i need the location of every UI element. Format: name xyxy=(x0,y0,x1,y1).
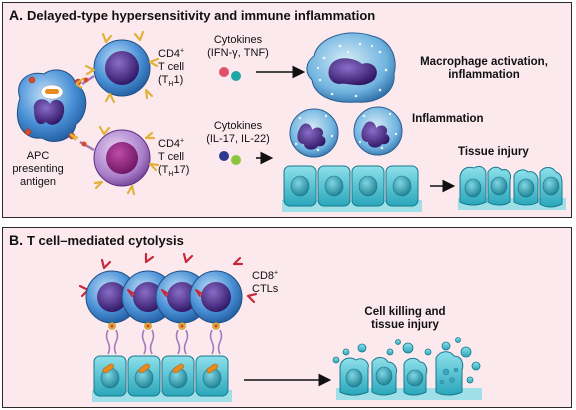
th17-cd4-sup: + xyxy=(180,137,185,145)
ctl-cd8: CD8 xyxy=(252,270,275,282)
epithelium-injured-a xyxy=(458,165,566,210)
th17-cell xyxy=(79,125,160,196)
th1-th-rest: 1) xyxy=(173,74,184,86)
th17-th-rest: 17) xyxy=(173,164,190,176)
cytokines-2-line2: (IL-17, IL-22) xyxy=(206,133,270,145)
epithelium-healthy-a xyxy=(282,165,422,212)
panel-b-title: B. T cell–mediated cytolysis xyxy=(9,232,184,248)
neutrophil-2 xyxy=(353,106,403,156)
apc-label: APC presenting antigen xyxy=(8,150,68,189)
cytokines-1-line2: (IFN-γ, TNF) xyxy=(207,47,269,59)
macrophage-label-line2: inflammation xyxy=(448,69,520,81)
th1-th-sub: H xyxy=(168,81,174,89)
th1-label-line2: T cell xyxy=(158,61,185,73)
ctl-label: CD8+ CTLs xyxy=(252,269,279,296)
th1-cell xyxy=(81,30,160,104)
cell-killing-line2: tissue injury xyxy=(371,319,439,331)
th1-cd4-sup: + xyxy=(180,47,185,55)
tissue-injury-label: Tissue injury xyxy=(458,146,529,158)
ctl-cd8-sup: + xyxy=(274,269,279,277)
ctl-target-contacts xyxy=(105,322,223,355)
cytokines-1-line1: Cytokines xyxy=(213,34,263,46)
macrophage-label: Macrophage activation, inflammation xyxy=(408,56,560,82)
th1-th-open: (T xyxy=(158,74,169,86)
th1-cd4: CD4 xyxy=(158,48,181,60)
panel-b-title-text: T cell–mediated cytolysis xyxy=(27,233,184,248)
epithelium-target-b xyxy=(92,355,232,402)
th17-label-line3: (TH17) xyxy=(158,164,190,179)
apc-label-line1: APC xyxy=(26,150,50,162)
th17-label-line2: T cell xyxy=(158,151,185,163)
th1-label-line1: CD4+ xyxy=(158,47,185,61)
th17-th-open: (T xyxy=(158,164,169,176)
activated-macrophage xyxy=(306,32,396,103)
macrophage-label-line1: Macrophage activation, xyxy=(420,56,548,68)
th1-label: CD4+ T cell (TH1) xyxy=(158,47,185,89)
apc-label-line3: antigen xyxy=(19,176,57,188)
th17-cd4: CD4 xyxy=(158,138,181,150)
cytokines-2-label: Cytokines (IL-17, IL-22) xyxy=(196,120,280,146)
neutrophil-1 xyxy=(289,108,339,158)
ctl-label-line1: CD8+ xyxy=(252,269,279,283)
cytokines-2-line1: Cytokines xyxy=(213,120,263,132)
apc-label-line2: presenting xyxy=(12,163,64,175)
panel-b-letter: B. xyxy=(9,232,23,248)
panel-a-title-text: Delayed-type hypersensitivity and immune… xyxy=(27,8,376,23)
th17-label-line1: CD4+ xyxy=(158,137,189,151)
th17-th-sub: H xyxy=(168,171,174,179)
cell-killing-line1: Cell killing and xyxy=(364,306,446,318)
panel-a-title: A. Delayed-type hypersensitivity and immu… xyxy=(9,7,375,23)
cytokines-il17-il22 xyxy=(219,151,241,165)
cytokines-ifn-tnf xyxy=(219,67,241,81)
ctl-cells xyxy=(78,252,258,324)
th1-label-line3: (TH1) xyxy=(158,74,184,89)
ctl-label-line2: CTLs xyxy=(252,283,279,295)
panel-a-letter: A. xyxy=(9,7,23,23)
cell-killing-label: Cell killing and tissue injury xyxy=(340,306,470,332)
cytokines-1-label: Cytokines (IFN-γ, TNF) xyxy=(196,34,280,60)
epithelium-dying-b xyxy=(332,337,482,400)
apc-cell xyxy=(16,69,87,142)
inflammation-label: Inflammation xyxy=(412,113,484,125)
th17-label: CD4+ T cell (TH17) xyxy=(158,137,190,179)
